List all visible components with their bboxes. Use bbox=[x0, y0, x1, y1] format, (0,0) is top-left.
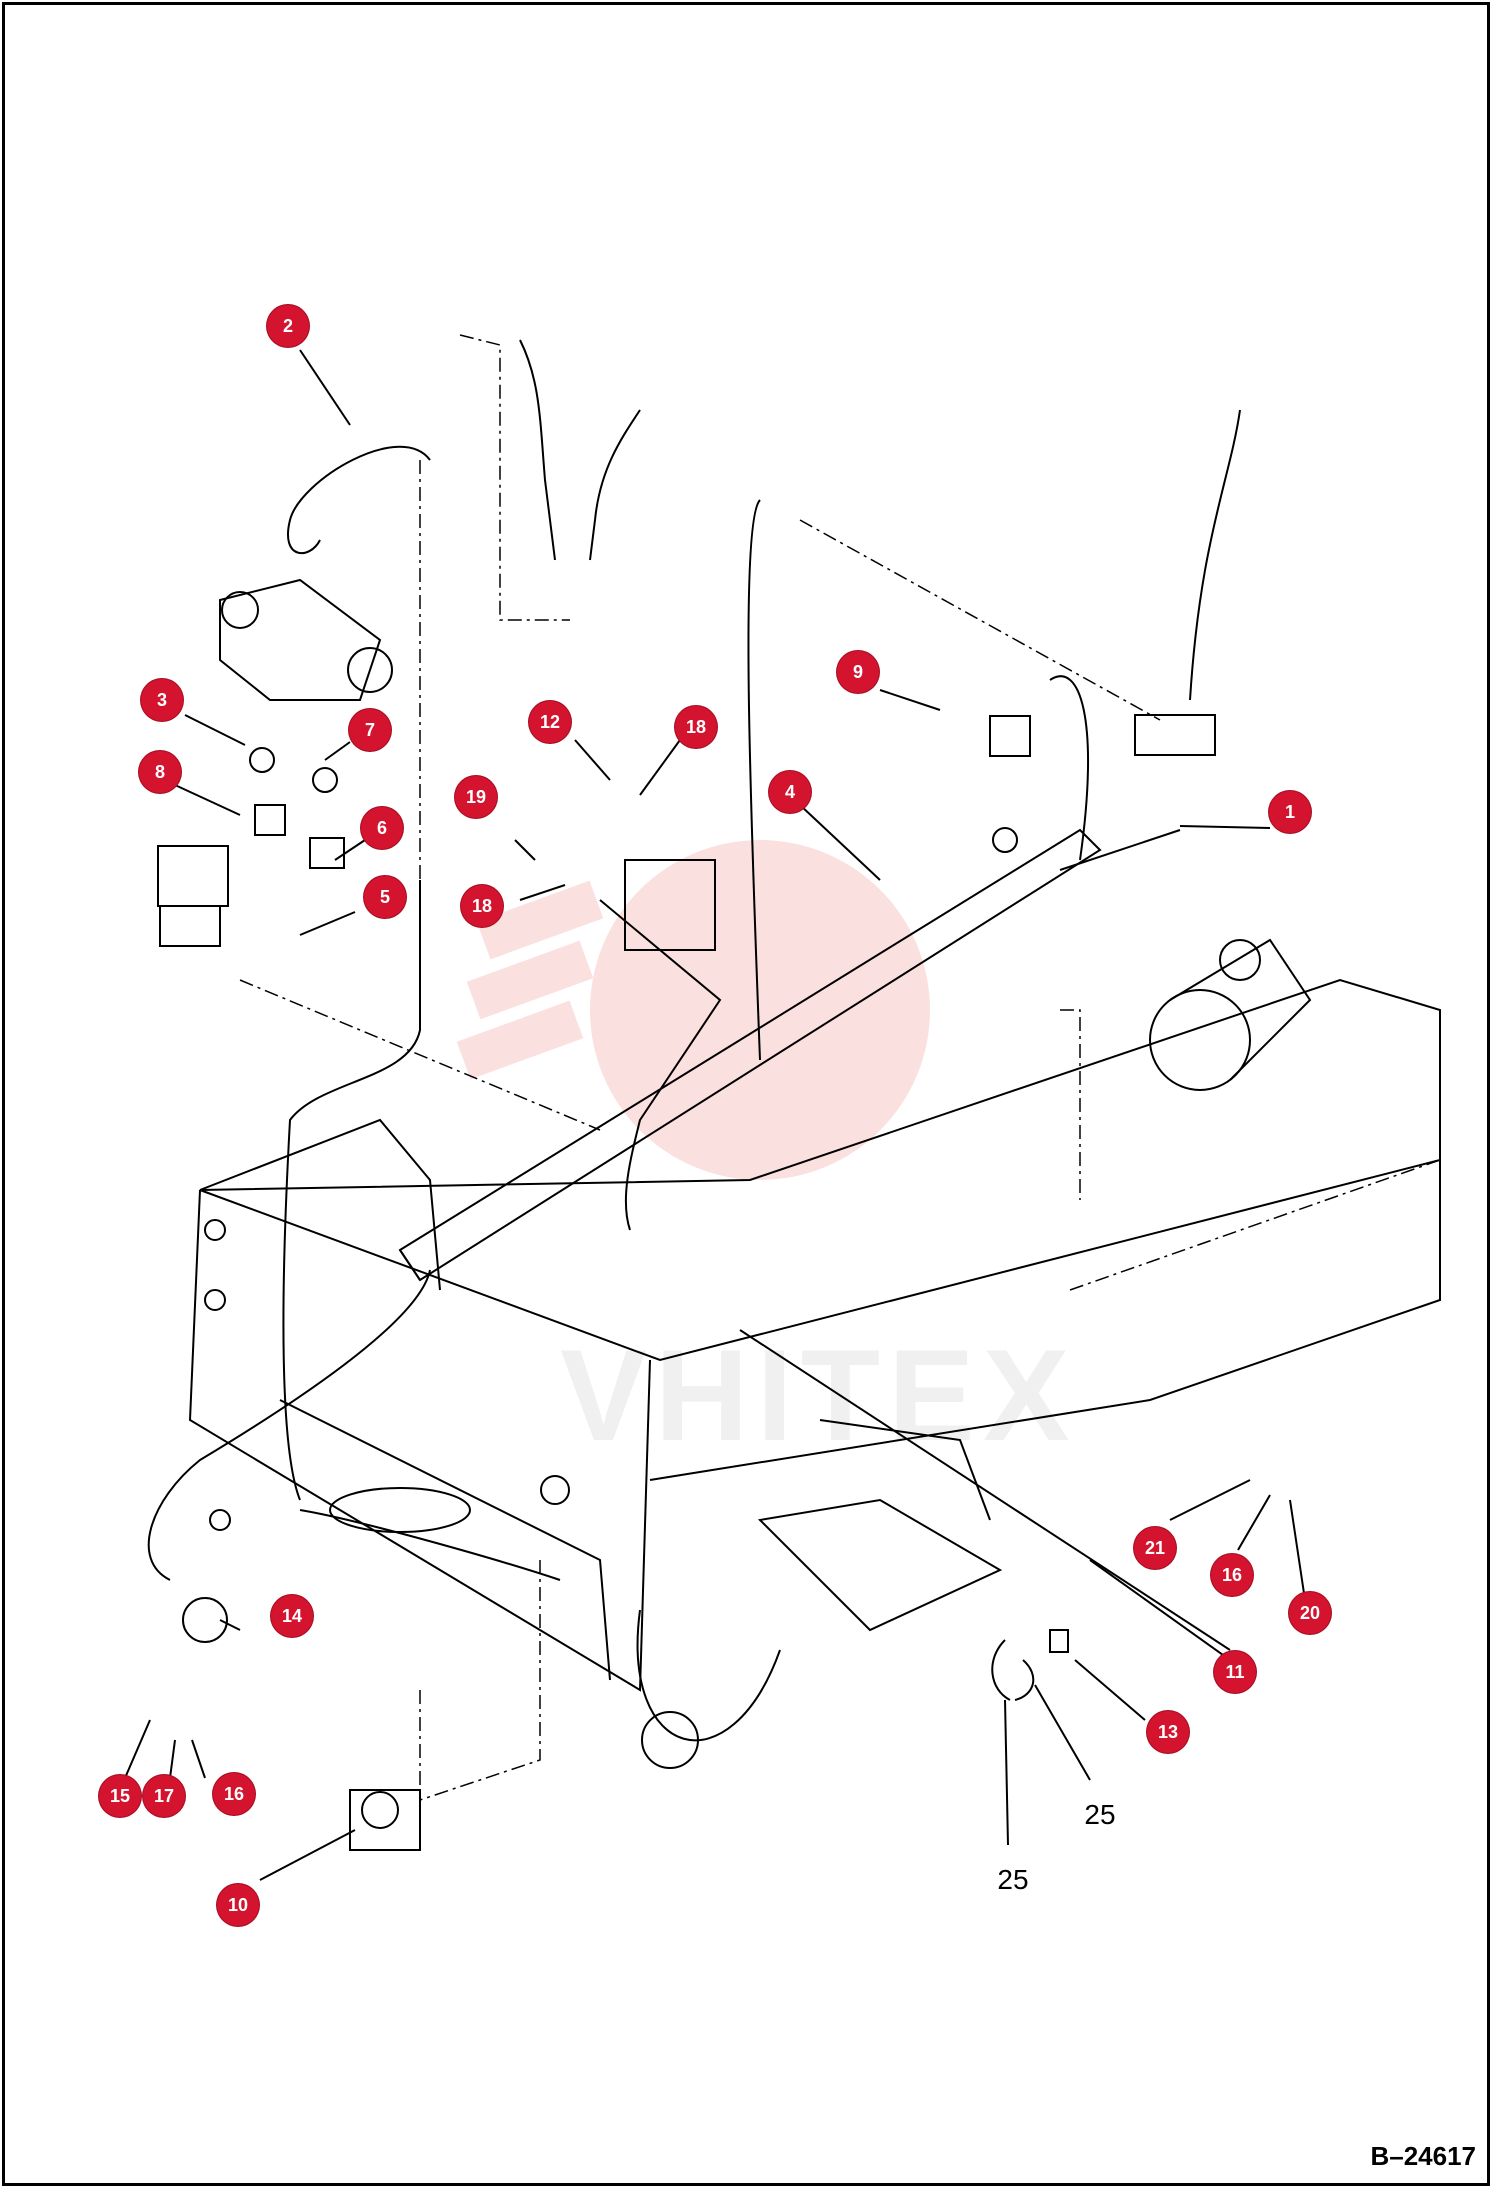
part-label-25: 25 bbox=[1084, 1799, 1116, 1830]
callout-11[interactable]: 11 bbox=[1214, 1651, 1256, 1693]
callout-20[interactable]: 20 bbox=[1289, 1592, 1331, 1634]
callout-6[interactable]: 6 bbox=[361, 807, 403, 849]
callout-3[interactable]: 3 bbox=[141, 679, 183, 721]
callout-9[interactable]: 9 bbox=[837, 651, 879, 693]
callout-8[interactable]: 8 bbox=[139, 751, 181, 793]
callout-1[interactable]: 1 bbox=[1269, 791, 1311, 833]
callout-16[interactable]: 16 bbox=[213, 1773, 255, 1815]
callout-2[interactable]: 2 bbox=[267, 305, 309, 347]
callout-18[interactable]: 18 bbox=[461, 885, 503, 927]
callout-21[interactable]: 21 bbox=[1134, 1527, 1176, 1569]
callout-4[interactable]: 4 bbox=[769, 771, 811, 813]
callout-19[interactable]: 19 bbox=[455, 776, 497, 818]
callout-14[interactable]: 14 bbox=[271, 1595, 313, 1637]
callout-18[interactable]: 18 bbox=[675, 706, 717, 748]
callout-13[interactable]: 13 bbox=[1147, 1711, 1189, 1753]
callout-10[interactable]: 10 bbox=[217, 1884, 259, 1926]
watermark-text: VHITEX bbox=[560, 1322, 1078, 1468]
brand-logo-watermark bbox=[456, 840, 930, 1180]
callout-7[interactable]: 7 bbox=[349, 709, 391, 751]
callout-12[interactable]: 12 bbox=[529, 701, 571, 743]
part-label-25: 25 bbox=[997, 1864, 1029, 1895]
callout-16[interactable]: 16 bbox=[1211, 1554, 1253, 1596]
callout-5[interactable]: 5 bbox=[364, 876, 406, 918]
callout-15[interactable]: 15 bbox=[99, 1775, 141, 1817]
callout-17[interactable]: 17 bbox=[143, 1775, 185, 1817]
drawing-reference-code: B–24617 bbox=[1370, 2141, 1476, 2171]
